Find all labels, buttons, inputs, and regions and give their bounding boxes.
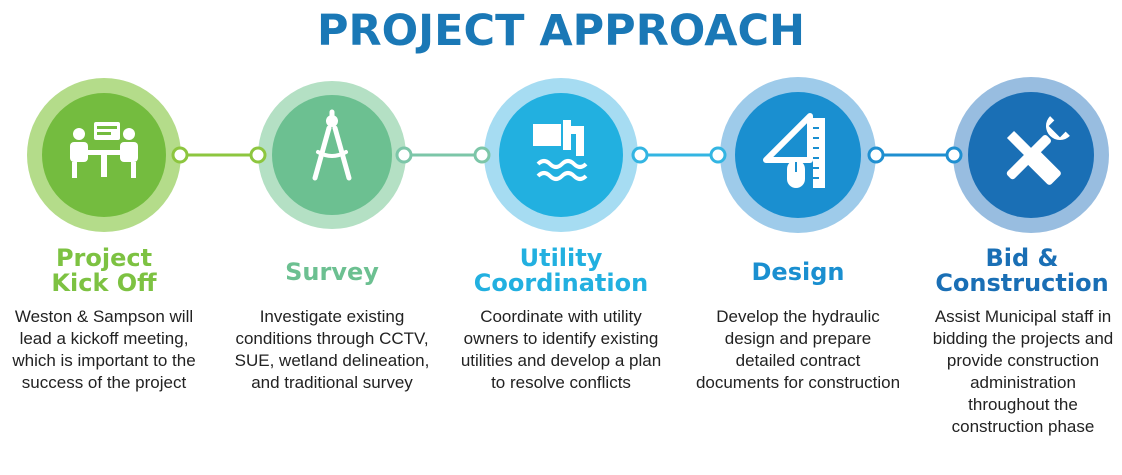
pipe-water-icon	[533, 120, 588, 181]
step-circle-1	[27, 78, 189, 232]
drafting-tools-icon	[763, 113, 825, 188]
tools-icon	[1006, 116, 1070, 185]
step-circle-2	[249, 81, 413, 229]
step-5-description: Assist Municipal staff in bidding the pr…	[932, 307, 1114, 436]
meeting-icon	[70, 122, 138, 178]
step-3-description: Coordinate with utility owners to identi…	[460, 307, 662, 392]
connector-node	[709, 146, 727, 164]
page-title: PROJECT APPROACH	[316, 6, 806, 56]
compass-icon	[312, 109, 352, 181]
step-5-title: Bid & Construction	[935, 244, 1109, 297]
step-2-description: Investigate existing conditions through …	[234, 307, 430, 392]
connector-node	[945, 146, 963, 164]
step-circle-3	[473, 78, 649, 232]
step-4-title: Design	[751, 258, 845, 286]
connector-node	[867, 146, 885, 164]
step-1-title: Project Kick Off	[51, 244, 157, 297]
connector-node	[395, 146, 413, 164]
connector-node	[473, 146, 491, 164]
step-circle-5	[945, 77, 1109, 233]
step-3-title: Utility Coordination	[473, 244, 649, 297]
step-4-description: Develop the hydraulic design and prepare…	[695, 307, 901, 392]
step-2-title: Survey	[285, 258, 379, 286]
connector-node	[631, 146, 649, 164]
connector-node	[171, 146, 189, 164]
step-circle-4	[709, 77, 885, 233]
connector-node	[249, 146, 267, 164]
step-1-description: Weston & Sampson will lead a kickoff mee…	[12, 307, 196, 392]
